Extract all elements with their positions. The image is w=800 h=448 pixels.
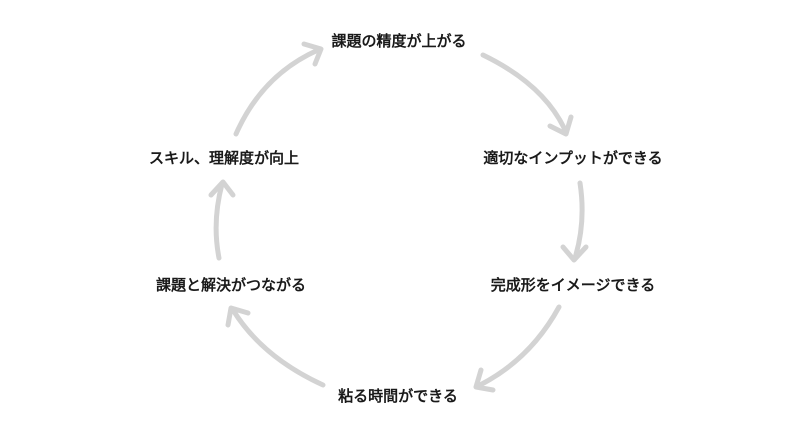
arrow-4 [225,305,326,388]
node-label-3: 完成形をイメージできる [490,276,656,294]
node-label-2: 適切なインプットができる [483,149,663,167]
arrow-2 [560,180,589,263]
arrow-6 [233,41,324,137]
arrow-5 [208,179,236,261]
node-label-1: 課題の精度が上がる [331,32,467,50]
node-label-4: 粘る時間ができる [338,387,458,405]
arrow-3 [473,304,562,393]
node-label-6: スキル、理解度が向上 [148,149,300,167]
node-label-5: 課題と解決がつながる [155,276,307,294]
arrow-1 [480,52,574,137]
